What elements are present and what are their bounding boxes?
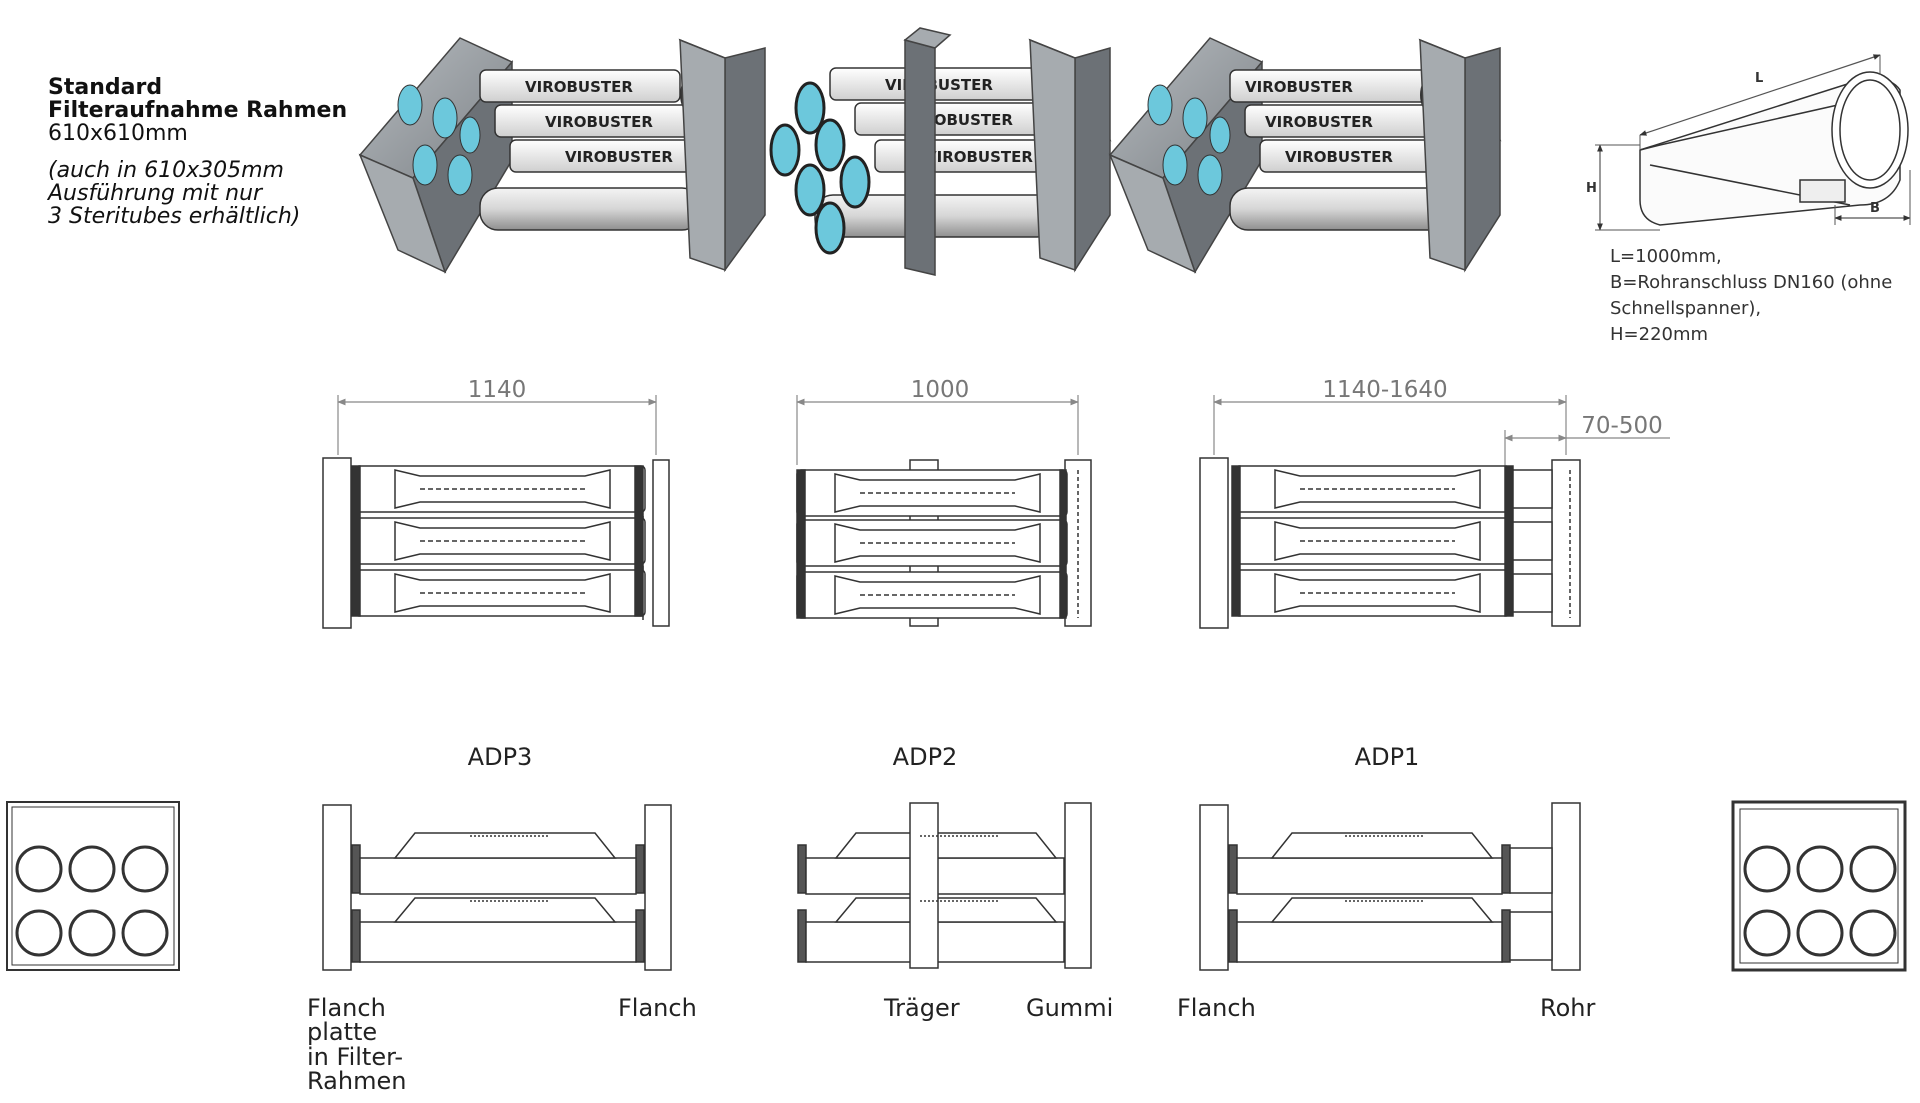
spec-line-3: Schnellspanner), [1610, 298, 1762, 320]
adp1-top-view [1199, 457, 1581, 629]
adp1-dimension [1213, 395, 1670, 465]
dim-label-l: L [1755, 71, 1763, 86]
adp3-label: ADP3 [468, 743, 533, 771]
unit-side-view [1595, 54, 1911, 231]
uv-units-3d-middle: VIROBUSTER VIROBUSTER VIROBUSTER [769, 27, 1112, 276]
label-flanch-platte-3: in Filter- [307, 1042, 404, 1071]
spec-line-4: H=220mm [1610, 324, 1709, 346]
adp2-top-view [796, 459, 1092, 627]
label-traeger: Träger [884, 994, 960, 1022]
adp2-label: ADP2 [893, 743, 958, 771]
brand-label: VIROBUSTER [1245, 78, 1353, 96]
label-gummi: Gummi [1026, 994, 1114, 1022]
brand-label: VIROBUSTER [1265, 113, 1373, 131]
adp1-label: ADP1 [1355, 743, 1420, 771]
label-flanch-adp1: Flanch [1177, 994, 1256, 1022]
uv-units-3d-left: VIROBUSTER VIROBUSTER VIROBUSTER [479, 69, 715, 232]
adp2-dim-label: 1000 [911, 377, 970, 403]
adp3-dimension [337, 395, 657, 455]
filter-frame-3d-right [1108, 37, 1264, 274]
title-line-2: Filteraufnahme Rahmen [48, 98, 348, 124]
adp3-side-view [322, 804, 672, 971]
label-flanch-adp3: Flanch [618, 994, 697, 1022]
spec-text: L=1000mm, B=Rohranschluss DN160 (ohne Sc… [1610, 244, 1892, 348]
adp3-top-view [322, 457, 670, 629]
brand-label: VIROBUSTER [565, 148, 673, 166]
note-line-3: 3 Steritubes erhältlich) [48, 204, 301, 230]
adp2-side-view [797, 802, 1092, 969]
adp2-dimension [796, 395, 1079, 465]
brand-label: VIROBUSTER [885, 76, 993, 94]
dim-label-b: B [1870, 201, 1880, 216]
spec-line-1: L=1000mm, [1610, 246, 1722, 267]
title-line-1: Standard [48, 75, 163, 100]
adp3-dim-label: 1140 [468, 377, 527, 403]
flange-plate-3d-left [678, 38, 766, 273]
note-line-2: Ausführung mit nur [48, 181, 263, 207]
note-line-1: (auch in 610x305mm [48, 158, 284, 184]
label-flanch-platte: Flanch platte in Filter- Rahmen [307, 996, 406, 1094]
uv-units-3d-right: VIROBUSTER VIROBUSTER VIROBUSTER [1229, 38, 1502, 273]
filter-plate-front-left [6, 801, 180, 971]
brand-label: VIROBUSTER [925, 148, 1033, 166]
adp1-extra-dim-label: 70-500 [1581, 413, 1662, 439]
title-line-3: 610x610mm [48, 121, 188, 147]
label-flanch-platte-2: platte [307, 1018, 378, 1047]
filter-plate-front-right [1731, 800, 1907, 972]
brand-label: VIROBUSTER [545, 113, 653, 131]
adp1-side-view [1199, 802, 1581, 971]
adp1-dim-label: 1140-1640 [1322, 377, 1447, 403]
brand-label: VIROBUSTER [525, 78, 633, 96]
brand-label: VIROBUSTER [1285, 148, 1393, 166]
label-flanch-platte-1: Flanch [307, 994, 386, 1022]
label-rohr: Rohr [1540, 994, 1596, 1022]
spec-line-2: B=Rohranschluss DN160 (ohne [1610, 272, 1893, 294]
title-block: Standard Filteraufnahme Rahmen 610x610mm… [48, 76, 347, 229]
filter-frame-3d-left [358, 37, 514, 274]
label-flanch-platte-4: Rahmen [307, 1067, 407, 1096]
isometric-assemblies: VIROBUSTER VIROBUSTER VIROBUSTER [358, 27, 1502, 276]
dim-label-h: H [1586, 181, 1597, 196]
